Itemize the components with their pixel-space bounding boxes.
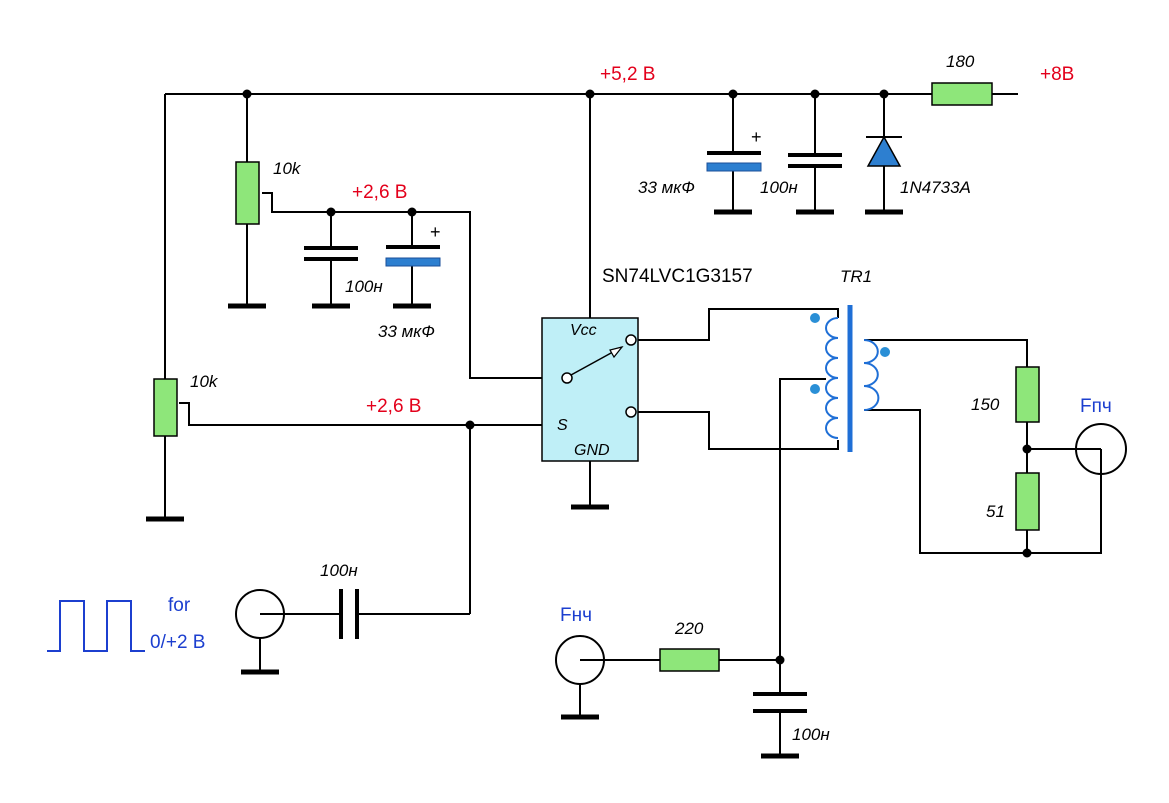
lf-source — [555, 635, 605, 685]
s-wire — [179, 402, 562, 426]
ic-pin-s-label: S — [557, 417, 568, 434]
pot-top-body — [235, 161, 260, 225]
r51-body — [1015, 472, 1040, 531]
pot-left-label: 10k — [190, 372, 219, 391]
c-supply-label: 100н — [760, 178, 798, 197]
clock-label-line1: for — [168, 595, 191, 616]
ic-pin-vcc-label: Vcc — [570, 322, 597, 339]
c-bias-elec-label: 33 мкФ — [378, 322, 435, 341]
junction-dot — [465, 420, 475, 430]
zener-label: 1N4733A — [900, 178, 971, 197]
zener-diode-icon — [866, 135, 902, 167]
rail-2v6-mid-label: +2,6 В — [366, 396, 421, 417]
elec-plate — [385, 257, 441, 267]
square-wave-icon — [47, 600, 145, 652]
junction-dot — [1022, 444, 1032, 454]
junction-dot — [242, 89, 252, 99]
phase-dot-icon — [810, 313, 820, 323]
c-in-label: 100н — [320, 561, 358, 580]
polarity-plus-icon: + — [430, 222, 441, 242]
wires — [164, 93, 1102, 756]
out2-wire — [638, 411, 839, 450]
switch-arrow-icon — [609, 345, 624, 359]
c-supply-symbol — [788, 153, 842, 168]
phase-dot-icon — [810, 384, 820, 394]
junction-dot — [728, 89, 738, 99]
clock-label-line2: 0/+2 В — [150, 632, 205, 653]
switch-contact-2 — [625, 406, 637, 418]
junction-dot — [810, 89, 820, 99]
sec-bottom-wire — [864, 409, 1102, 554]
junction-dot — [326, 207, 336, 217]
rail-8v-label: +8В — [1040, 64, 1074, 85]
c-bias-symbol — [304, 246, 358, 261]
transformer-label: TR1 — [840, 267, 872, 286]
r180-body — [931, 82, 993, 106]
ic-pin-gnd-label: GND — [574, 442, 610, 459]
if-output-label: Fпч — [1080, 396, 1112, 417]
c-in-symbol — [339, 589, 359, 639]
secondary-coil — [863, 339, 880, 411]
rail-2v6-top-label: +2,6 В — [352, 182, 407, 203]
r150-body — [1015, 366, 1040, 423]
c-supply-elec-symbol — [706, 151, 762, 172]
primary-coil — [825, 317, 839, 439]
c-bias-label: 100н — [345, 277, 383, 296]
junction-dot — [879, 89, 889, 99]
rail-5v2-label: +5,2 В — [600, 64, 655, 85]
elec-plate — [706, 162, 762, 172]
sec-top-wire — [864, 339, 1028, 367]
r220-label: 220 — [674, 619, 704, 638]
r180-label: 180 — [946, 52, 975, 71]
polarity-plus-icon: + — [751, 127, 762, 147]
r220-body — [659, 648, 720, 672]
if-output-port — [1075, 423, 1127, 475]
r51-label: 51 — [986, 502, 1005, 521]
switch-common-contact — [561, 372, 573, 384]
ground-symbols — [146, 209, 903, 759]
bias-wire — [262, 192, 562, 379]
junction-dot — [407, 207, 417, 217]
c-bias-elec-symbol — [385, 245, 441, 267]
c-lf-symbol — [753, 692, 807, 713]
phase-dot-icon — [880, 347, 890, 357]
switch-contact-1 — [625, 334, 637, 346]
transformer — [810, 305, 890, 452]
junction-dot — [585, 89, 595, 99]
pot-left-body — [153, 378, 178, 437]
clock-source — [235, 589, 285, 639]
junction-dot — [775, 655, 785, 665]
out1-wire — [638, 308, 839, 341]
lf-input-label: Fнч — [560, 605, 592, 626]
ic-body — [541, 317, 639, 462]
ic-name-label: SN74LVC1G3157 — [602, 266, 753, 287]
c-supply-elec-label: 33 мкФ — [638, 178, 695, 197]
c-lf-label: 100н — [792, 725, 830, 744]
center-tap-wire — [779, 378, 826, 694]
junction-dot — [1022, 548, 1032, 558]
pot-top-label: 10k — [273, 159, 302, 178]
r150-label: 150 — [971, 395, 1000, 414]
junctions — [242, 89, 1032, 665]
